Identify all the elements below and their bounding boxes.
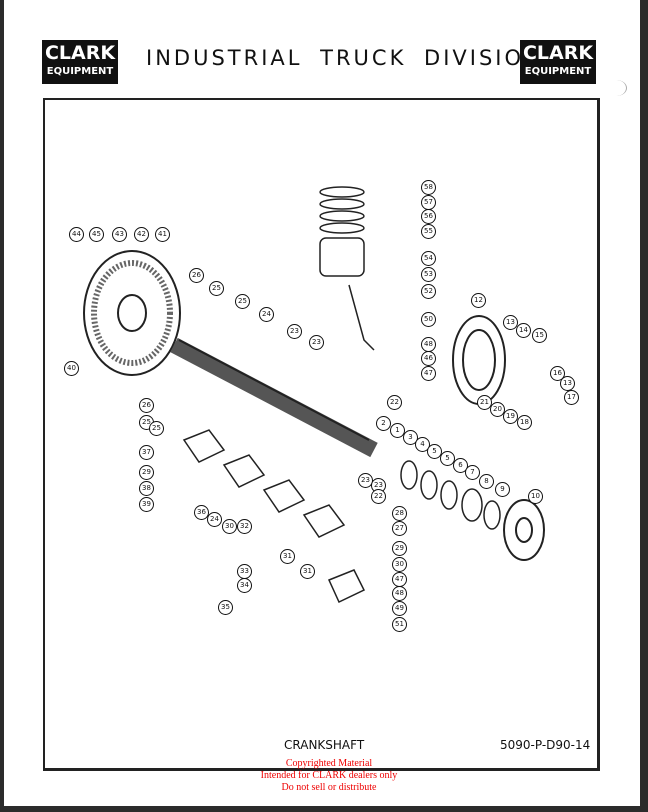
callout-24: 24 (259, 307, 274, 322)
callout-40: 40 (64, 361, 79, 376)
callout-45: 45 (89, 227, 104, 242)
callout-51: 51 (392, 617, 407, 632)
callout-31: 31 (280, 549, 295, 564)
callout-25: 25 (209, 281, 224, 296)
copyright-line-2: Intended for CLARK dealers only (260, 770, 398, 781)
callout-36: 36 (194, 505, 209, 520)
callout-14: 14 (516, 323, 531, 338)
callout-48: 48 (392, 586, 407, 601)
callout-3: 3 (403, 430, 418, 445)
callout-32: 32 (237, 519, 252, 534)
callout-2: 2 (376, 416, 391, 431)
logo-subtext: EQUIPMENT (524, 66, 592, 77)
stamp-mark (606, 80, 627, 96)
callout-21: 21 (477, 395, 492, 410)
document-page: CLARK EQUIPMENT INDUSTRIAL TRUCK DIVISIO… (4, 0, 640, 806)
callout-25: 25 (149, 421, 164, 436)
copyright-line-3: Do not sell or distribute (281, 782, 377, 793)
callout-44: 44 (69, 227, 84, 242)
callout-24: 24 (207, 512, 222, 527)
callout-58: 58 (421, 180, 436, 195)
callout-30: 30 (222, 519, 237, 534)
callout-26: 26 (189, 268, 204, 283)
callout-39: 39 (139, 497, 154, 512)
diagram-caption: CRANKSHAFT (284, 738, 365, 752)
callout-13: 13 (503, 315, 518, 330)
flywheel (83, 250, 181, 376)
callout-12: 12 (471, 293, 486, 308)
callout-20: 20 (490, 402, 505, 417)
callout-9: 9 (495, 482, 510, 497)
seal-rings (400, 460, 501, 530)
callout-55: 55 (421, 224, 436, 239)
clark-logo-right: CLARK EQUIPMENT (520, 40, 596, 84)
callout-43: 43 (112, 227, 127, 242)
callout-46: 46 (421, 351, 436, 366)
callout-29: 29 (139, 465, 154, 480)
callout-38: 38 (139, 481, 154, 496)
callout-34: 34 (237, 578, 252, 593)
callout-26: 26 (139, 398, 154, 413)
crankshaft (170, 337, 378, 458)
piston (319, 186, 375, 351)
callout-41: 41 (155, 227, 170, 242)
callout-47: 47 (392, 572, 407, 587)
callout-37: 37 (139, 445, 154, 460)
callout-57: 57 (421, 195, 436, 210)
callout-18: 18 (517, 415, 532, 430)
logo-text: CLARK (44, 42, 116, 64)
callout-50: 50 (421, 312, 436, 327)
callout-52: 52 (421, 284, 436, 299)
callout-31: 31 (300, 564, 315, 579)
callout-19: 19 (503, 409, 518, 424)
clark-logo-left: CLARK EQUIPMENT (42, 40, 118, 84)
callout-30: 30 (392, 557, 407, 572)
part-number: 5090-P-D90-14 (500, 738, 591, 752)
callout-10: 10 (528, 489, 543, 504)
logo-subtext: EQUIPMENT (46, 66, 114, 77)
callout-53: 53 (421, 267, 436, 282)
callout-35: 35 (218, 600, 233, 615)
callout-22: 22 (371, 489, 386, 504)
callout-33: 33 (237, 564, 252, 579)
callout-47: 47 (421, 366, 436, 381)
crankshaft-exploded-diagram (83, 186, 545, 604)
callout-25: 25 (235, 294, 250, 309)
callout-13: 13 (560, 376, 575, 391)
copyright-line-1: Copyrighted Material (285, 758, 373, 769)
main-bearing-caps (182, 429, 366, 604)
page-title: INDUSTRIAL TRUCK DIVISION (146, 46, 543, 70)
callout-28: 28 (392, 506, 407, 521)
callout-5: 5 (427, 444, 442, 459)
callout-5: 5 (440, 451, 455, 466)
callout-23: 23 (287, 324, 302, 339)
callout-17: 17 (564, 390, 579, 405)
callout-8: 8 (479, 474, 494, 489)
callout-1: 1 (390, 423, 405, 438)
callout-23: 23 (309, 335, 324, 350)
diagram-frame (43, 98, 600, 771)
callout-27: 27 (392, 521, 407, 536)
callout-22: 22 (387, 395, 402, 410)
logo-text: CLARK (522, 42, 594, 64)
callout-29: 29 (392, 541, 407, 556)
callout-49: 49 (392, 601, 407, 616)
callout-7: 7 (465, 465, 480, 480)
callout-54: 54 (421, 251, 436, 266)
callout-48: 48 (421, 337, 436, 352)
callout-56: 56 (421, 209, 436, 224)
callout-15: 15 (532, 328, 547, 343)
callout-42: 42 (134, 227, 149, 242)
